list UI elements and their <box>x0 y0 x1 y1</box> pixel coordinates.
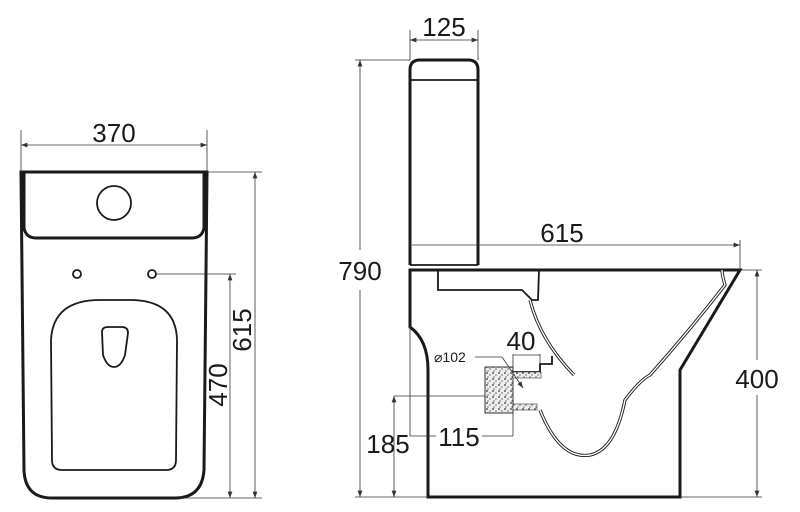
dim-outlet-diameter: ⌀102 <box>434 349 466 365</box>
tank-outline <box>408 58 480 265</box>
top-view-outline <box>19 170 209 500</box>
outlet-section <box>484 366 514 414</box>
dim-height-400: 400 <box>735 364 778 394</box>
seat-hinge-hole-right <box>147 269 157 279</box>
dim-outlet-height-185: 185 <box>366 429 409 459</box>
dim-height-790: 790 <box>338 256 381 286</box>
top-view: 370 615 470 <box>19 118 262 500</box>
dim-depth-615: 615 <box>227 308 257 351</box>
seat-outline <box>50 299 178 471</box>
flush-button-icon <box>96 185 132 221</box>
tank-lid-edge <box>22 172 206 240</box>
dim-tank-125: 125 <box>422 12 465 42</box>
bowl-opening <box>101 326 129 368</box>
dim-outlet-distance-115: 115 <box>438 422 479 452</box>
dim-offset-40: 40 <box>507 326 536 356</box>
dim-width-370: 370 <box>92 118 135 148</box>
bowl-outline <box>408 268 743 499</box>
side-view: 125 790 615 400 ⌀102 40 185 <box>338 12 779 499</box>
bowl-interior <box>538 269 727 458</box>
seat-hinge-hole-left <box>72 269 82 279</box>
dim-length-615: 615 <box>540 218 583 248</box>
dim-hole-470: 470 <box>203 363 233 406</box>
